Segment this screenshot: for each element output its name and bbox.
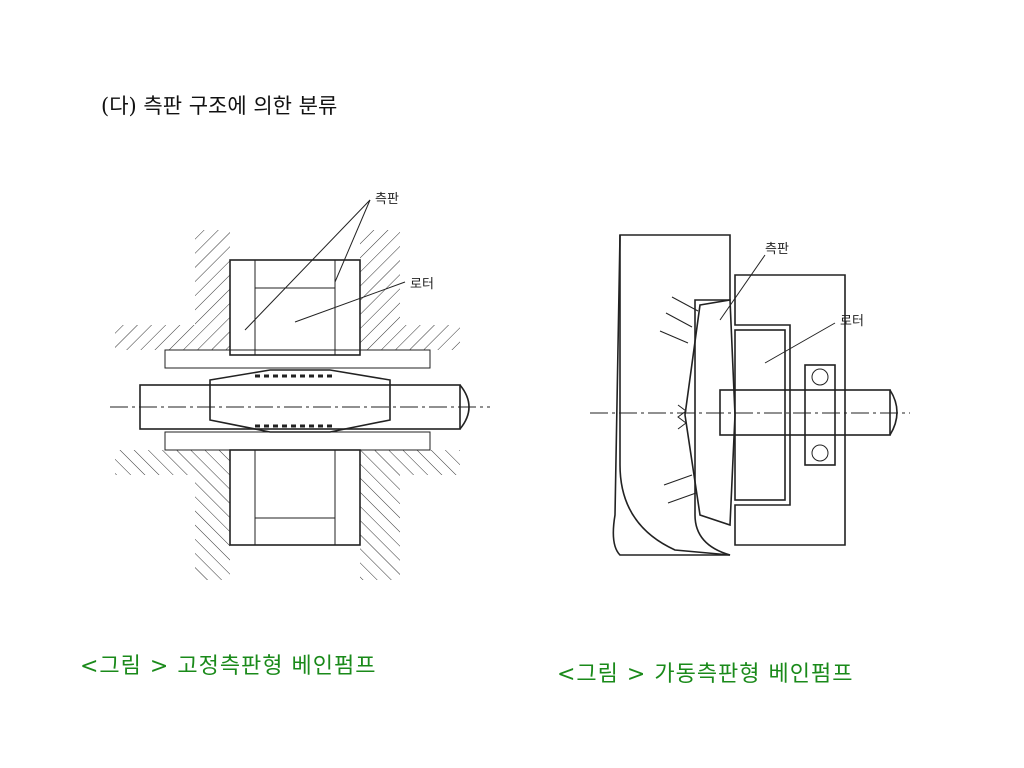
slide-title: (다) 측판 구조에 의한 분류 (101, 94, 338, 118)
right-housing (734, 274, 846, 546)
rotor-label: 로터 (410, 277, 434, 292)
lower-right-housing (360, 450, 460, 580)
side-plate-leader (719, 254, 766, 321)
rotor-leader (294, 281, 406, 323)
lower-cavity (229, 449, 361, 546)
movable-side-plate-pump-diagram: 측판 로터 (560, 215, 920, 579)
rotor (734, 329, 786, 501)
right-figure-caption: <그림 > 가동측판형 베인펌프 (557, 662, 854, 687)
lower-sleeve (164, 431, 431, 451)
upper-left-housing (115, 230, 230, 350)
upper-sleeve (164, 349, 431, 369)
bearing (804, 364, 836, 466)
pump-cover (612, 234, 731, 556)
side-plate-leader-2 (244, 199, 371, 331)
movable-side-plate (684, 299, 736, 527)
upper-right-housing (360, 230, 460, 350)
rotor-hub (209, 369, 391, 433)
movable-side-plate-drawing: 측판 로터 (590, 234, 910, 556)
side-plate-leader-1 (334, 199, 371, 283)
spring (677, 404, 687, 430)
side-plate-label: 측판 (765, 242, 789, 257)
fixed-side-plate-pump-diagram: 측판 로터 (80, 170, 510, 604)
upper-cavity (229, 259, 361, 356)
fixed-side-plate-drawing: 측판 로터 (110, 192, 490, 580)
rotor-label: 로터 (840, 314, 864, 329)
pressure-arrows (659, 296, 699, 504)
left-figure-caption: <그림 > 고정측판형 베인펌프 (80, 654, 377, 679)
side-plate-label: 측판 (375, 192, 399, 207)
rotor-leader (764, 322, 836, 364)
lower-left-housing (115, 450, 230, 580)
